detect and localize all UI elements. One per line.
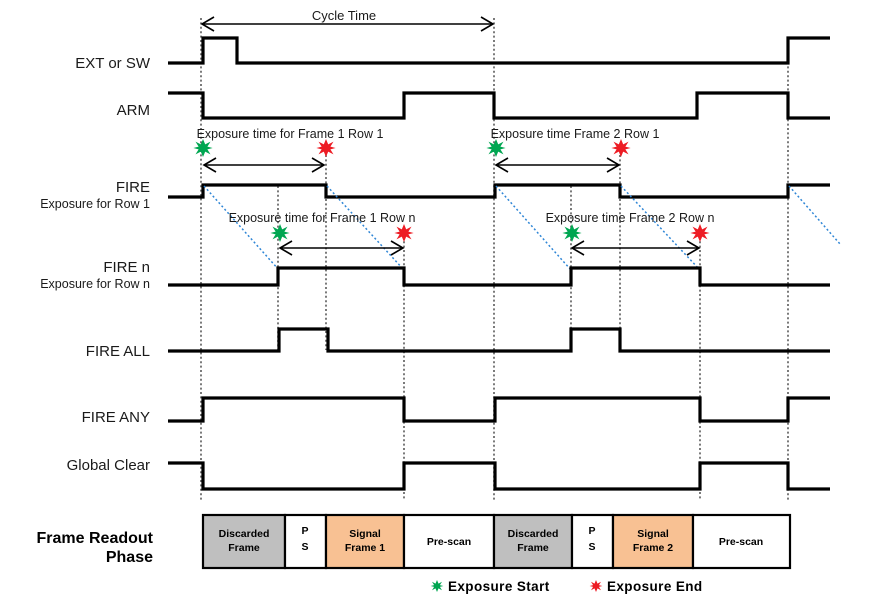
- signal-label-arm: ARM: [117, 102, 150, 119]
- annotation-frame1-rown: Exposure time for Frame 1 Row n: [229, 211, 416, 256]
- legend-item-exposure-start: Exposure Start: [430, 579, 550, 594]
- cycle-time-label: Cycle Time: [312, 8, 376, 23]
- annotation-label-frame2-rown: Exposure time Frame 2 Row n: [546, 211, 715, 225]
- exposure-start-marker: [486, 139, 506, 157]
- phase-cell[interactable]: Pre-scan: [402, 513, 496, 570]
- phase-title-line1: Frame Readout: [37, 530, 154, 547]
- phase-cell-line2: Frame 1: [345, 542, 385, 554]
- phase-title-line2: Phase: [106, 549, 153, 566]
- signal-label-fire-all: FIRE ALL: [86, 343, 150, 360]
- exposure-start-icon: [430, 580, 444, 592]
- legend-item-exposure-end: Exposure End: [589, 579, 703, 594]
- phase-cell-line2: S: [301, 541, 308, 553]
- signal-label-global-clear: Global Clear: [67, 457, 150, 474]
- legend: Exposure Start Exposure End: [430, 579, 703, 594]
- rolling-shutter-diagonals: [203, 185, 841, 271]
- annotation-label-frame2-row1: Exposure time Frame 2 Row 1: [491, 127, 660, 141]
- phase-cell-line2: S: [588, 541, 595, 553]
- phase-cell[interactable]: Pre-scan: [691, 513, 792, 570]
- phase-cell[interactable]: Signal Frame 1: [324, 513, 406, 570]
- annotation-label-frame1-row1: Exposure time for Frame 1 Row 1: [197, 127, 384, 141]
- phase-cell-line1: Signal: [637, 528, 669, 540]
- annotation-frame2-row1: Exposure time Frame 2 Row 1: [491, 127, 660, 173]
- signal-ext-or-sw: EXT or SW: [75, 36, 830, 72]
- signal-global-clear: Global Clear: [67, 457, 830, 491]
- phase-cell[interactable]: P S: [283, 513, 328, 570]
- phase-cell-line1: Signal: [349, 528, 381, 540]
- phase-cell-line1: Discarded: [508, 528, 559, 540]
- signal-sublabel-fire: Exposure for Row 1: [40, 197, 150, 211]
- frame-readout-phase-title: Frame Readout Phase: [37, 530, 154, 566]
- phase-cell-line1: P: [301, 525, 308, 537]
- signal-label-ext-or-sw: EXT or SW: [75, 55, 151, 72]
- annotation-frame1-row1: Exposure time for Frame 1 Row 1: [197, 127, 384, 173]
- annotation-frame2-rown: Exposure time Frame 2 Row n: [546, 211, 715, 256]
- annotation-label-frame1-rown: Exposure time for Frame 1 Row n: [229, 211, 416, 225]
- exposure-start-marker: [562, 224, 582, 242]
- phase-cell-line1: Discarded: [219, 528, 270, 540]
- signal-fire-n: FIRE n Exposure for Row n: [40, 259, 830, 291]
- signal-fire-any: FIRE ANY: [82, 396, 830, 426]
- phase-cell-line2: Frame: [228, 542, 260, 554]
- exposure-end-marker: [611, 139, 631, 157]
- signal-label-fire-n: FIRE n: [103, 259, 150, 276]
- signal-fire: FIRE Exposure for Row 1: [40, 179, 830, 211]
- signal-label-fire-any: FIRE ANY: [82, 409, 150, 426]
- exposure-markers: [193, 139, 710, 242]
- phase-cell-line2: Frame 2: [633, 542, 673, 554]
- cycle-time-annotation: Cycle Time: [200, 8, 495, 32]
- frame-readout-phase-table: Discarded Frame P S Signal Frame 1 Pre-s…: [201, 513, 792, 570]
- phase-cell[interactable]: P S: [570, 513, 615, 570]
- exposure-start-marker: [270, 224, 290, 242]
- exposure-end-marker: [690, 224, 710, 242]
- exposure-end-marker: [394, 224, 414, 242]
- signal-label-fire: FIRE: [116, 179, 150, 196]
- phase-cell-line1: P: [588, 525, 595, 537]
- phase-cell-line1: Pre-scan: [427, 536, 471, 548]
- signal-arm: ARM: [117, 91, 830, 120]
- signal-fire-all: FIRE ALL: [86, 327, 830, 360]
- phase-cell[interactable]: Discarded Frame: [492, 513, 574, 570]
- phase-cell-line1: Pre-scan: [719, 536, 763, 548]
- exposure-end-marker: [316, 139, 336, 157]
- exposure-start-marker: [193, 139, 213, 157]
- guide-lines: [200, 18, 789, 500]
- phase-cell[interactable]: Discarded Frame: [201, 513, 287, 570]
- phase-cell[interactable]: Signal Frame 2: [611, 513, 695, 570]
- legend-label-exposure-start: Exposure Start: [448, 579, 550, 594]
- legend-label-exposure-end: Exposure End: [607, 579, 703, 594]
- signal-sublabel-fire-n: Exposure for Row n: [40, 277, 150, 291]
- phase-cell-line2: Frame: [517, 542, 549, 554]
- exposure-end-icon: [589, 580, 603, 592]
